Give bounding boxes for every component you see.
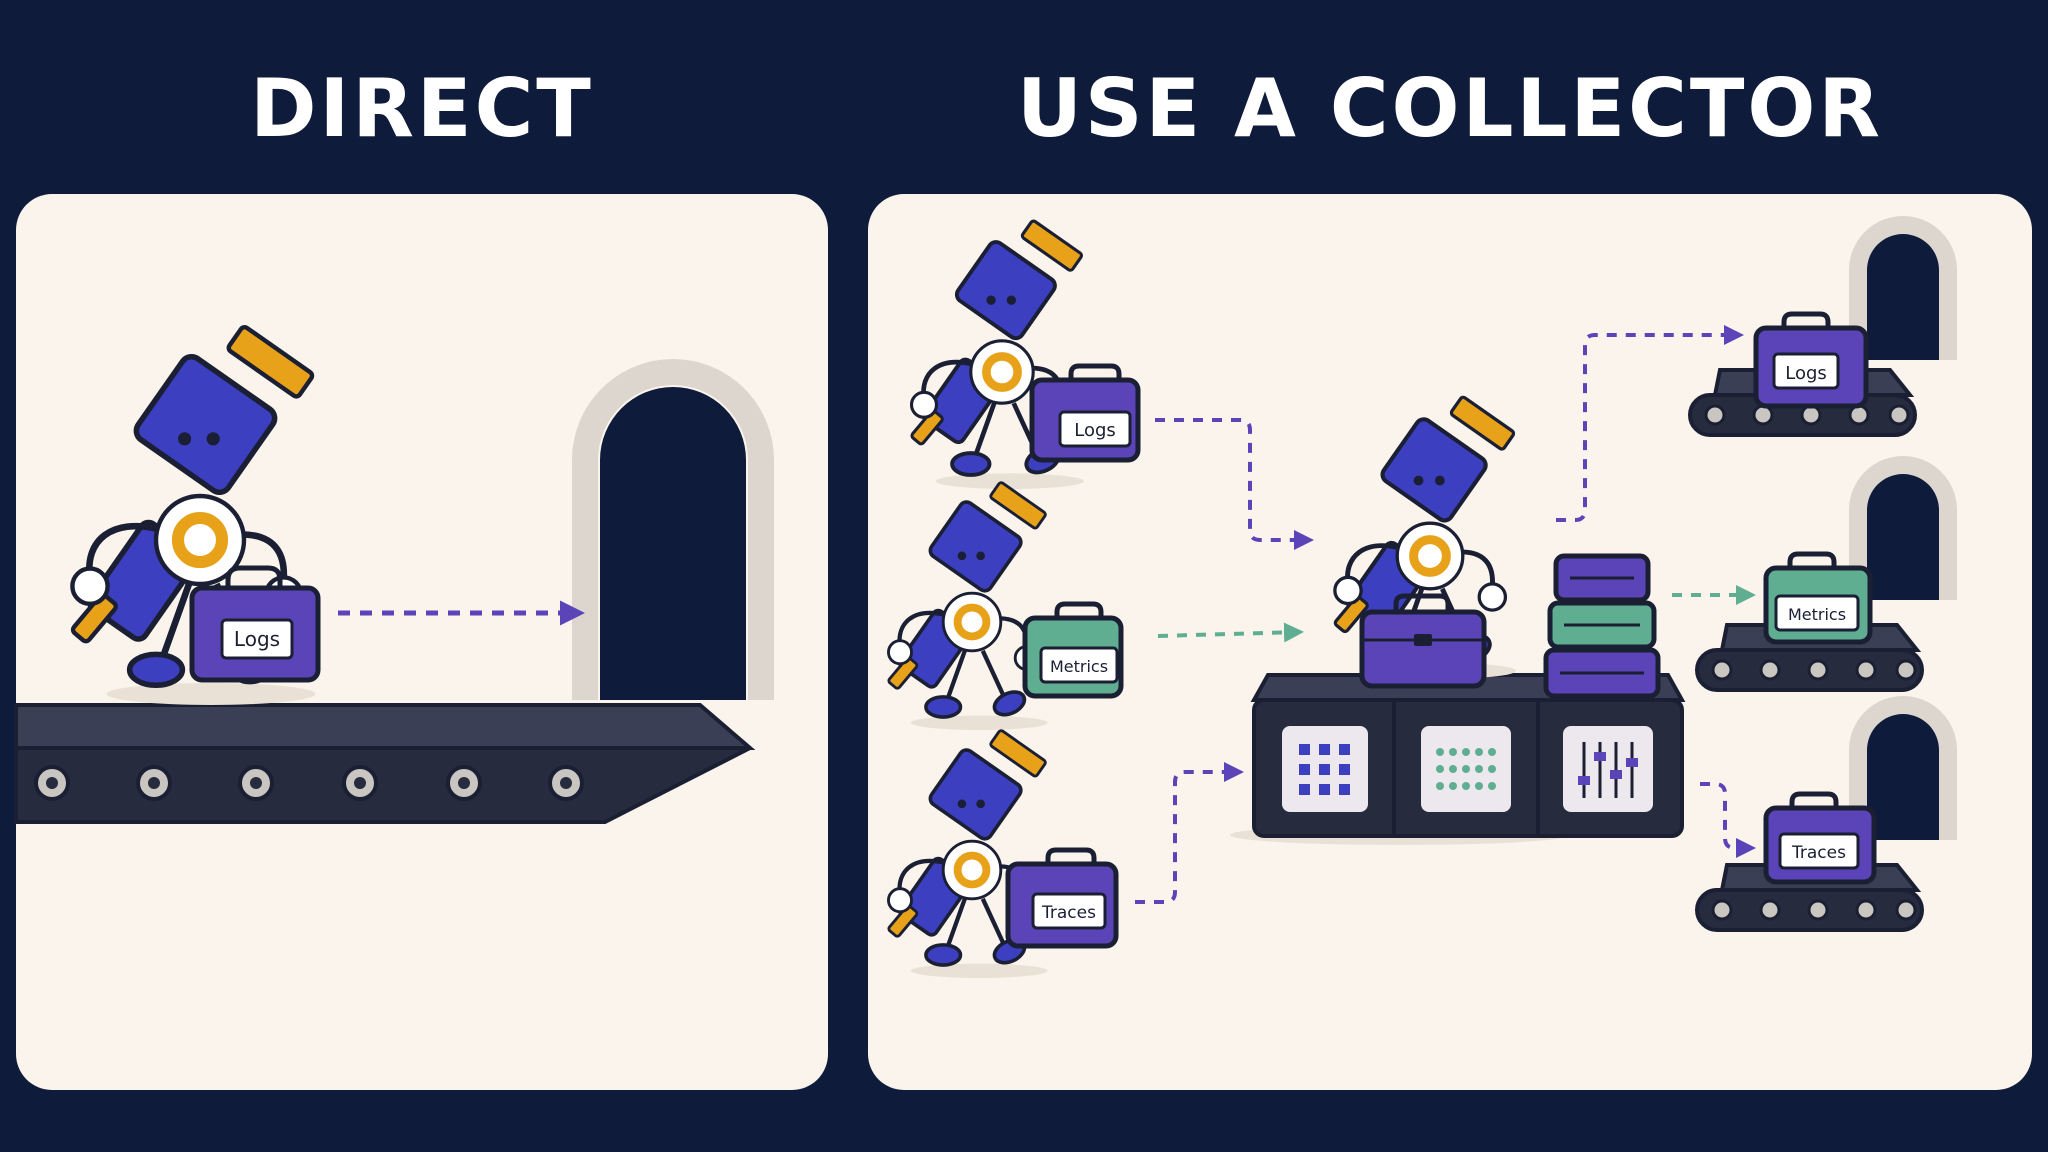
collector-hub: [1230, 673, 1686, 845]
inbound-arrow-logs: [1155, 418, 1314, 550]
sender-bag-logs: Logs: [1029, 363, 1141, 463]
direct-logs-bag: Logs: [189, 565, 321, 683]
collector-held-bag: [1359, 593, 1487, 689]
destination-traces-label: Traces: [1791, 843, 1846, 863]
outbound-arrow-logs: [1556, 325, 1744, 522]
destination-traces: Traces: [1695, 705, 1948, 932]
direct-panel: Logs: [14, 194, 828, 1090]
direct-tunnel: [572, 359, 774, 700]
sender-bag-traces: Traces: [1005, 847, 1119, 949]
inbound-arrow-metrics: [1157, 622, 1304, 643]
destination-logs: Logs: [1688, 225, 1948, 437]
destination-metrics-label: Metrics: [1788, 605, 1846, 624]
collector-panel: Logs Metrics Traces: [868, 194, 2032, 1090]
collector-title: USE A COLLECTOR: [1016, 62, 1884, 155]
sender-bag-metrics: Metrics: [1022, 601, 1124, 699]
grid-icon: [1282, 726, 1368, 812]
sliders-icon: [1563, 726, 1653, 812]
direct-bag-label: Logs: [234, 627, 280, 651]
destination-logs-label: Logs: [1785, 363, 1827, 384]
sender-bag-logs-label: Logs: [1074, 420, 1116, 441]
inbound-arrow-traces: [1135, 762, 1244, 904]
destination-metrics: Metrics: [1695, 465, 1948, 692]
stacked-bags: [1543, 553, 1661, 699]
dot-matrix-icon: [1421, 726, 1511, 812]
direct-conveyor-belt: [14, 703, 756, 824]
direct-title: DIRECT: [250, 62, 594, 155]
outbound-arrow-traces: [1700, 782, 1756, 858]
sender-bag-metrics-label: Metrics: [1050, 657, 1108, 676]
sender-bag-traces-label: Traces: [1041, 903, 1096, 923]
